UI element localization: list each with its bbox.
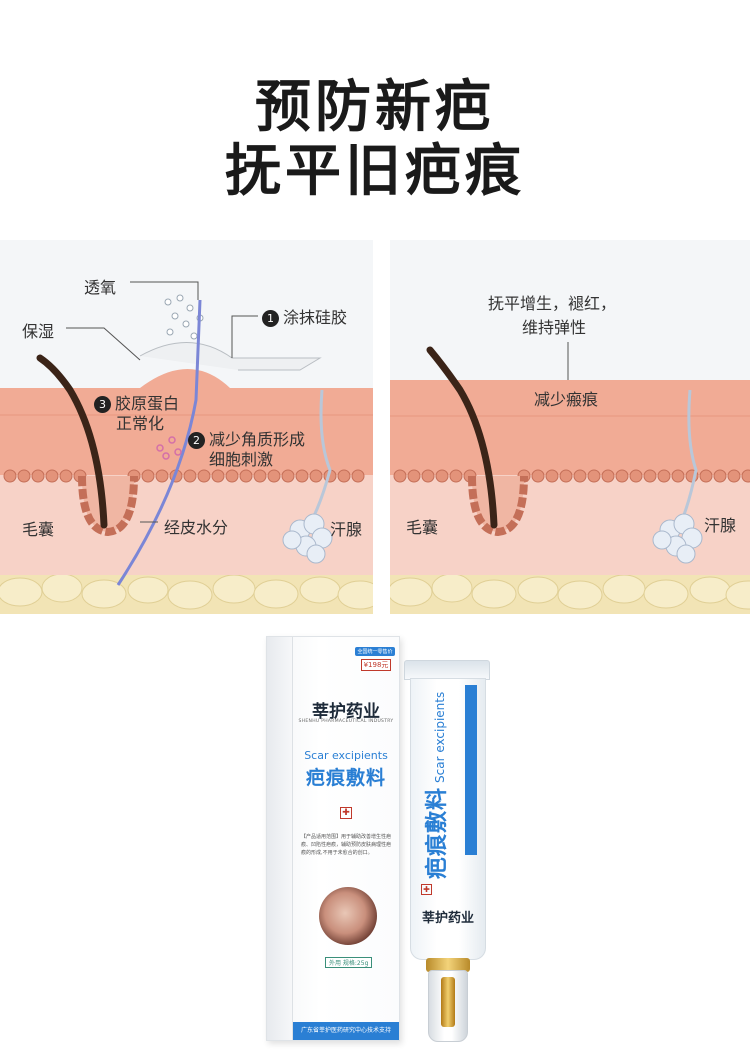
product-section: 全国统一零售价 ¥198元 莘护药业 SHENHU PHARMACEUTICAL… [0, 614, 750, 1056]
label-reduce: 减少瘢痕 [534, 390, 599, 409]
box-name-en: Scar excipients [304, 749, 388, 762]
tube-name-cn: 疤痕敷料 [425, 786, 450, 879]
label-top2: 维持弹性 [522, 318, 587, 337]
medical-cross-icon: ✚ [421, 884, 432, 895]
skin-illustration-right [390, 342, 750, 614]
label-oxygen: 透氧 [84, 278, 117, 297]
label-follicle: 毛囊 [406, 518, 439, 537]
label-top1: 抚平增生，褪红， [488, 294, 617, 313]
label-follicle: 毛囊 [22, 520, 55, 539]
headline-line1: 预防新疤 [255, 75, 495, 140]
box-brand-en: SHENHU PHARMACEUTICAL INDUSTRY [298, 719, 394, 724]
tube-crimp [404, 660, 490, 680]
box-name-cn: 疤痕敷料 [305, 767, 386, 789]
label-step2b: 细胞刺激 [209, 450, 274, 469]
headline-line2: 抚平旧疤痕 [225, 139, 525, 204]
tube-stripe [465, 685, 477, 855]
tube-neck [426, 958, 470, 972]
label-moisture: 保湿 [22, 322, 55, 341]
skin-photo [319, 887, 377, 945]
box-bottom-banner: 广东省莘护医药研究中心技术支持 [293, 1022, 399, 1040]
skin-illustration-left [0, 281, 373, 614]
label-sweat: 汗腺 [704, 516, 737, 535]
label-sweat: 汗腺 [330, 520, 363, 539]
tube-name-en: Scar excipients [433, 691, 447, 783]
number-badge: 1 [262, 310, 279, 327]
price-badge: 全国统一零售价 [355, 647, 395, 656]
box-side [267, 637, 293, 1040]
number-badge: 3 [94, 396, 111, 413]
tube-brand: 莘护药业 [421, 911, 474, 926]
box-front: 全国统一零售价 ¥198元 莘护药业 SHENHU PHARMACEUTICAL… [293, 637, 399, 1040]
tube-cap [428, 970, 468, 1042]
skin-diagram-right: 抚平增生，褪红， 维持弹性 减少瘢痕 毛囊 汗腺 [390, 240, 750, 614]
price-tag: ¥198元 [361, 659, 391, 671]
label-step3b: 正常化 [116, 414, 165, 433]
tube-body: ✚ 疤痕敷料 Scar excipients 莘护药业 [410, 678, 486, 960]
product-box: 全国统一零售价 ¥198元 莘护药业 SHENHU PHARMACEUTICAL… [266, 636, 400, 1041]
number-badge: 2 [188, 432, 205, 449]
box-description: 【产品适用范围】用于辅助改善增生性疤痕、凹陷性疤痕，辅助预防皮肤病理性疤痕的形成… [301, 834, 392, 856]
label-water: 经皮水分 [164, 518, 229, 537]
tube-vertical-label: 疤痕敷料 Scar excipients [419, 692, 451, 879]
box-brand: 莘护药业 [312, 702, 380, 722]
medical-cross-icon: ✚ [340, 807, 352, 819]
spec-tag: 外用 规格:25g [325, 957, 373, 968]
tube-cap-gold [441, 977, 455, 1027]
product-tube: ✚ 疤痕敷料 Scar excipients 莘护药业 [404, 660, 490, 1050]
